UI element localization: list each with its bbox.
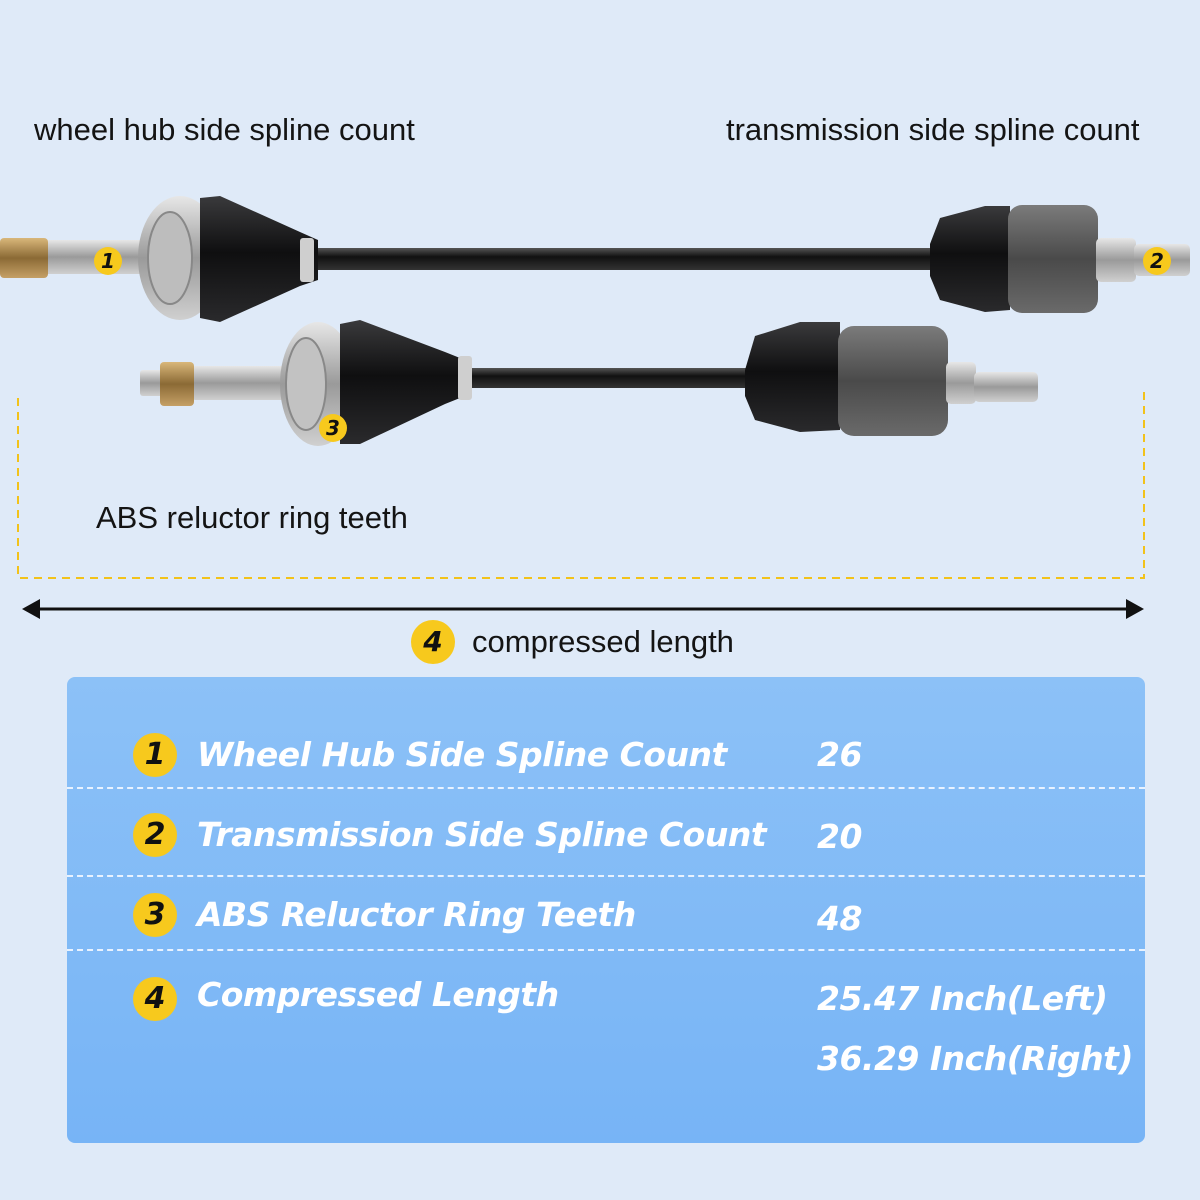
short-axle-shaft: [460, 368, 760, 388]
abs-label: ABS reluctor ring teeth: [96, 500, 408, 535]
length-bracket: [17, 388, 1145, 579]
row-3-name: ABS Reluctor Ring Teeth: [197, 895, 636, 934]
long-axle-shaft: [300, 248, 940, 270]
long-axle-outer-boot: [200, 196, 318, 322]
long-axle-inner-housing: [1008, 205, 1098, 313]
axle-illustration: [0, 196, 1190, 619]
row-2-value: 20: [817, 817, 862, 856]
row-3-badge: 3: [133, 893, 177, 937]
short-axle-spline-stub: [190, 366, 300, 400]
callout-3-number: 3: [326, 416, 340, 440]
row-4-value-right: 36.29 Inch(Right): [817, 1039, 1133, 1078]
row-2-name: Transmission Side Spline Count: [197, 815, 767, 854]
row-1-badge: 1: [133, 733, 177, 777]
long-axle: [0, 196, 1190, 322]
long-axle-hub-nut: [0, 238, 48, 278]
long-axle-inner-boot: [930, 206, 1010, 312]
row-divider: [67, 875, 1145, 877]
callout-2-marker: [1143, 247, 1171, 275]
short-axle-hub-nut: [160, 362, 194, 406]
short-axle-inner-housing: [838, 326, 948, 436]
row-2-badge: 2: [133, 813, 177, 857]
spec-table: 1 Wheel Hub Side Spline Count 26 2 Trans…: [67, 677, 1145, 1143]
callout-3-marker: [319, 414, 347, 442]
length-arrow: [22, 599, 1144, 619]
row-4-name: Compressed Length: [197, 975, 559, 1014]
transmission-label: transmission side spline count: [726, 112, 1140, 147]
callout-2-number: 2: [1150, 249, 1164, 273]
row-4-badge: 4: [133, 977, 177, 1021]
row-4-value-left: 25.47 Inch(Left): [817, 979, 1108, 1018]
short-axle-inner-boot: [745, 322, 840, 432]
short-axle-outer-boot: [340, 320, 465, 444]
compressed-length-label: compressed length: [472, 624, 734, 659]
row-1-name: Wheel Hub Side Spline Count: [197, 735, 727, 774]
row-divider: [67, 787, 1145, 789]
short-axle-trans-spline: [974, 372, 1038, 402]
row-1-value: 26: [817, 735, 862, 774]
callout-1-marker: [94, 247, 122, 275]
compressed-length-badge: 4: [411, 620, 455, 664]
callout-1-number: 1: [101, 249, 115, 273]
row-3-value: 48: [817, 899, 862, 938]
short-axle: [140, 320, 1038, 446]
wheel-hub-label: wheel hub side spline count: [34, 112, 415, 147]
row-divider: [67, 949, 1145, 951]
